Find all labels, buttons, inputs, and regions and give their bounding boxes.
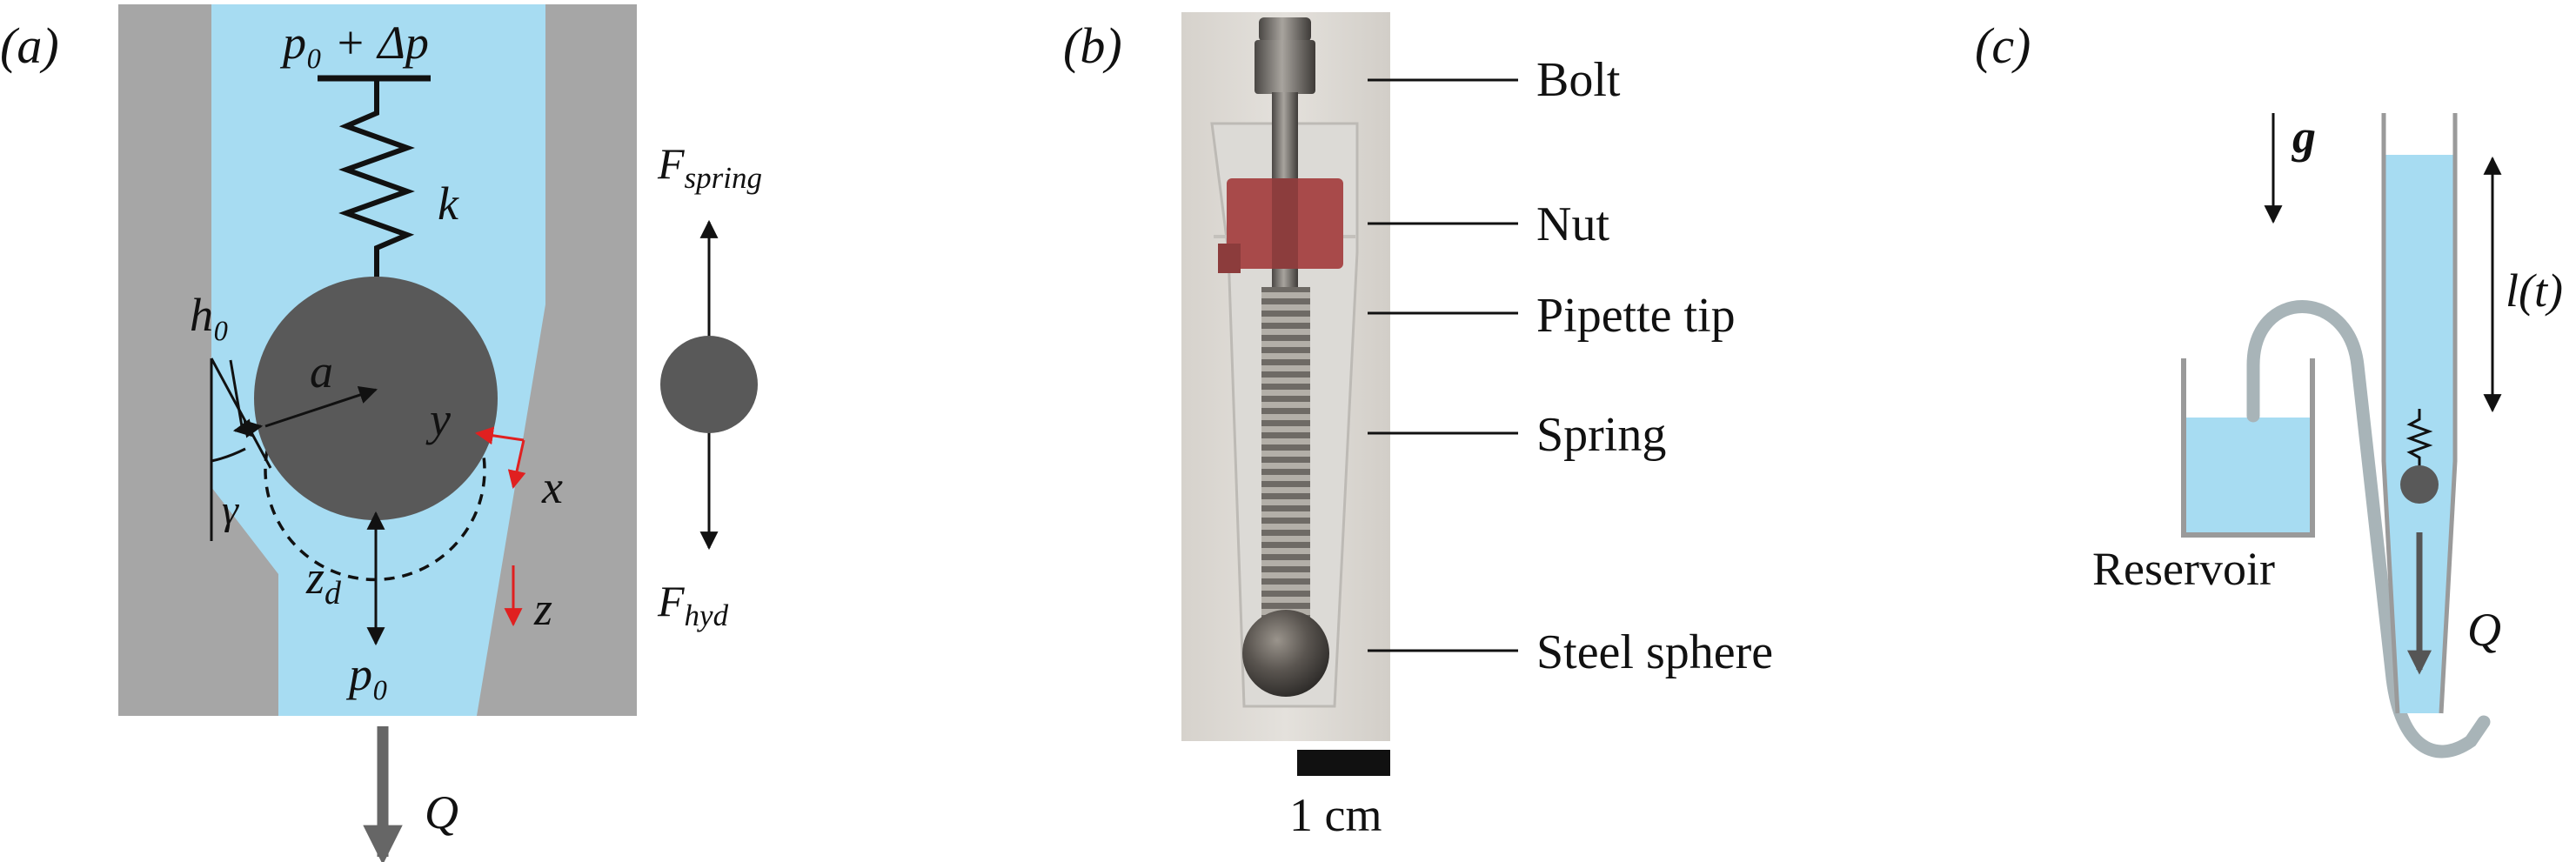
callout-steel-sphere: Steel sphere bbox=[1536, 625, 1773, 679]
mini-spring-icon bbox=[2405, 409, 2433, 466]
sphere bbox=[254, 277, 498, 520]
mini-sphere bbox=[2400, 465, 2439, 504]
radius-arrow bbox=[264, 385, 378, 428]
bolt-nut-top bbox=[1255, 40, 1315, 94]
gamma-label: γ bbox=[222, 487, 239, 533]
gamma-arc bbox=[211, 447, 246, 463]
outflow-label: Q bbox=[425, 786, 458, 839]
column-flow-label: Q bbox=[2467, 604, 2501, 656]
reservoir-label: Reservoir bbox=[2092, 543, 2275, 595]
h0-gap-arrow bbox=[232, 418, 264, 438]
h0-label: h₀ bbox=[190, 289, 230, 341]
column-tube bbox=[2381, 113, 2458, 714]
pressure-top-label: p₀ + Δp bbox=[279, 17, 429, 69]
siphon-tube bbox=[2246, 300, 2491, 758]
wall-taper-line bbox=[210, 357, 272, 469]
scale-label: 1 cm bbox=[1289, 789, 1382, 841]
z-axis-label: z bbox=[533, 583, 552, 635]
bolt-head bbox=[1259, 17, 1311, 42]
spring-icon bbox=[338, 78, 415, 287]
callout-pipette-tip: Pipette tip bbox=[1536, 289, 1736, 343]
callout-bolt: Bolt bbox=[1536, 53, 1621, 107]
panel-b: (b) 1 cm Bolt Nut Pipette tip Spring Ste… bbox=[1063, 12, 1773, 841]
coil-spring bbox=[1261, 287, 1310, 622]
x-axis-arrow bbox=[507, 439, 526, 490]
spring-constant-label: k bbox=[438, 177, 459, 230]
zd-label: zd bbox=[305, 551, 341, 611]
y-axis-arrow bbox=[474, 426, 525, 445]
free-body-sphere bbox=[660, 336, 758, 433]
panel-b-tag: (b) bbox=[1063, 17, 1122, 74]
panel-a: (a) p₀ + Δp k h₀ a bbox=[0, 4, 762, 862]
gravity-label: g bbox=[2292, 110, 2316, 163]
panel-c: (c) g Reservoir Q l(t) bbox=[1975, 17, 2563, 758]
reservoir-fluid bbox=[2184, 418, 2312, 535]
length-label: l(t) bbox=[2506, 264, 2563, 317]
x-axis-label: x bbox=[541, 461, 563, 513]
callout-nut: Nut bbox=[1536, 197, 1609, 251]
scale-bar bbox=[1297, 750, 1390, 776]
y-axis-label: y bbox=[425, 393, 451, 445]
hyd-force-label: Fhyd bbox=[657, 577, 729, 632]
radius-label: a bbox=[310, 345, 333, 398]
steel-sphere bbox=[1242, 610, 1329, 697]
panel-a-tag: (a) bbox=[0, 17, 59, 74]
callout-spring: Spring bbox=[1536, 408, 1666, 462]
spring-force-label: Fspring bbox=[657, 139, 762, 195]
reservoir-tank bbox=[2181, 358, 2315, 538]
pressure-bottom-label: p₀ bbox=[345, 648, 389, 700]
panel-c-tag: (c) bbox=[1975, 17, 2031, 74]
